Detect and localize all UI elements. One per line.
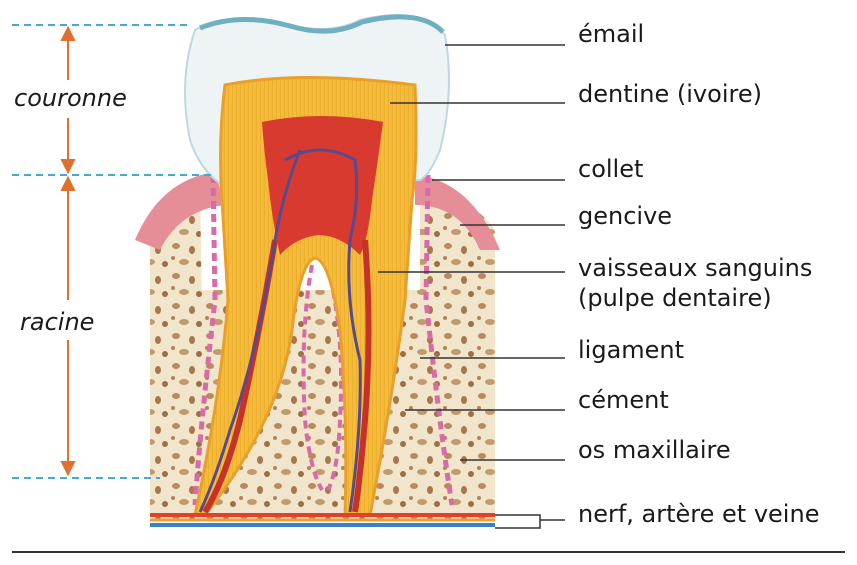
pulp	[262, 116, 383, 255]
dentine-label: dentine (ivoire)	[578, 80, 762, 108]
vaisseaux-label-line1: vaisseaux sanguins	[578, 254, 812, 282]
racine-label: racine	[20, 308, 94, 336]
cement-label: cément	[578, 386, 669, 414]
os-label: os maxillaire	[578, 436, 731, 464]
nerf-label: nerf, artère et veine	[578, 500, 819, 528]
vaisseaux-label-line2: (pulpe dentaire)	[578, 284, 772, 312]
leader-nerf-bracket	[495, 515, 565, 528]
ligament-label: ligament	[578, 336, 684, 364]
couronne-label: couronne	[14, 84, 127, 112]
gencive-label: gencive	[578, 202, 672, 230]
email-label: émail	[578, 20, 644, 48]
collet-label: collet	[578, 155, 643, 183]
